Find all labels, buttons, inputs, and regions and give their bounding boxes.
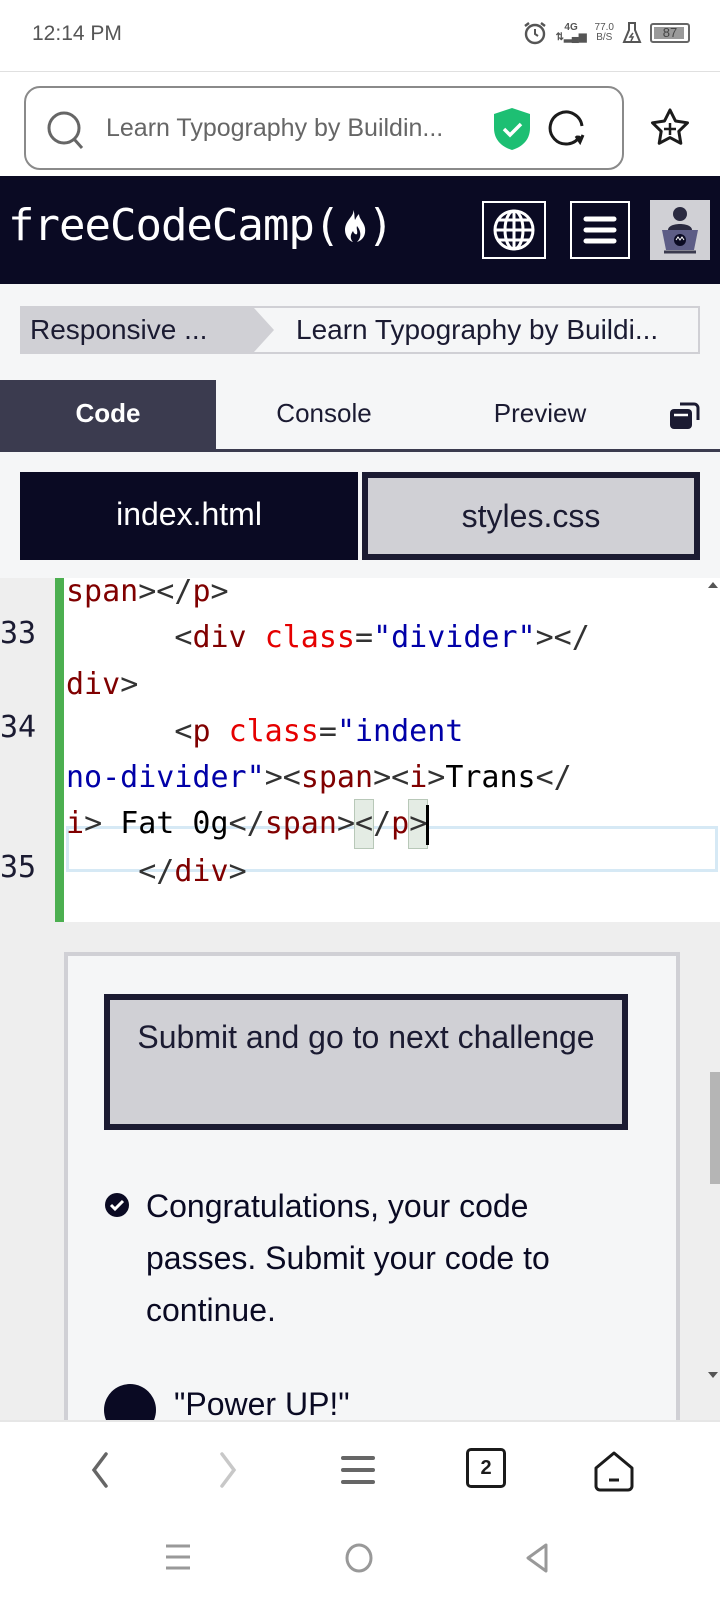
flame-icon (345, 210, 366, 242)
code-line[interactable]: <p class="indent (66, 714, 464, 749)
powerup-text: "Power UP!" (174, 1386, 350, 1422)
avatar[interactable] (650, 200, 710, 260)
submit-next-challenge-button[interactable]: Submit and go to next challenge (104, 994, 628, 1130)
back-triangle-icon[interactable] (524, 1542, 550, 1574)
home-icon[interactable] (592, 1450, 636, 1494)
code-line-active[interactable]: i> Fat 0g</span></p> (66, 799, 430, 849)
editor-tabs: Code Console Preview (0, 380, 720, 452)
menu-button[interactable] (570, 201, 630, 259)
file-tab-index-html[interactable]: index.html (20, 472, 358, 560)
breadcrumb-superblock[interactable]: Responsive ... (22, 308, 274, 352)
tab-preview[interactable]: Preview (493, 398, 587, 428)
code-line[interactable]: span></p> (66, 574, 229, 609)
user-avatar-icon (662, 207, 698, 254)
flask-icon (622, 22, 642, 43)
code-line[interactable]: div> (66, 667, 139, 702)
reload-icon[interactable] (546, 108, 588, 150)
bookmark-add-icon[interactable] (648, 107, 692, 149)
matching-bracket: < (353, 799, 375, 849)
battery-icon: 87 (650, 23, 690, 43)
tab-code[interactable]: Code (0, 380, 216, 450)
tab-console[interactable]: Console (276, 398, 372, 428)
text-cursor (426, 804, 430, 845)
browser-toolbar: Learn Typography by Buildin... (0, 72, 720, 176)
file-tab-styles-css[interactable]: styles.css (362, 472, 700, 560)
line-number: 35 (0, 850, 37, 885)
search-icon (47, 111, 84, 149)
shield-check-icon[interactable] (490, 106, 534, 152)
menu-icon (583, 216, 617, 244)
lower-panel: Submit and go to next challenge Congratu… (0, 922, 720, 1472)
recent-apps-icon[interactable] (164, 1542, 192, 1572)
forward-icon[interactable] (216, 1450, 240, 1490)
tabs-icon[interactable]: 2 (466, 1448, 506, 1488)
alarm-icon (523, 22, 546, 45)
menu-icon[interactable] (340, 1450, 376, 1490)
popout-preview-icon[interactable] (668, 400, 700, 430)
editor-scroll-up-arrow[interactable] (708, 582, 718, 588)
breadcrumb: Responsive ... Learn Typography by Build… (20, 306, 700, 354)
home-circle-icon[interactable] (344, 1542, 374, 1574)
globe-icon (493, 209, 535, 251)
url-bar[interactable]: Learn Typography by Buildin... (24, 86, 624, 170)
check-circle-icon (105, 1193, 129, 1217)
code-line[interactable]: no-divider"><span><i>Trans</ (66, 760, 572, 795)
divider (0, 71, 720, 72)
code-editor[interactable]: 33 34 35 span></p> <div class="divider">… (0, 574, 720, 922)
system-navigation-bar (0, 1520, 720, 1612)
line-gutter (0, 578, 55, 922)
browser-bottom-bar: 2 (0, 1420, 720, 1520)
line-number: 33 (0, 616, 37, 651)
fcc-logo[interactable]: freeCodeCamp() (8, 200, 394, 251)
scroll-down-arrow[interactable] (708, 1372, 718, 1378)
active-line-highlight (66, 826, 718, 872)
scrollbar-thumb[interactable] (710, 1072, 720, 1184)
code-line[interactable]: </div> (66, 854, 247, 889)
back-icon[interactable] (88, 1450, 112, 1490)
line-status-bar (55, 578, 64, 922)
result-message: Congratulations, your code passes. Submi… (146, 1188, 550, 1328)
site-header: freeCodeCamp() (0, 176, 720, 284)
signal-icon: 4G⇅▂▄▆ (555, 22, 587, 43)
url-text[interactable]: Learn Typography by Buildin... (106, 114, 444, 142)
code-line[interactable]: <div class="divider"></ (66, 620, 590, 655)
line-number: 34 (0, 710, 37, 745)
breadcrumb-block[interactable]: Learn Typography by Buildi... (296, 314, 659, 345)
language-button[interactable] (482, 201, 546, 259)
test-results-panel: Submit and go to next challenge Congratu… (64, 952, 680, 1472)
status-time: 12:14 PM (32, 22, 122, 45)
matching-bracket: > (408, 799, 429, 849)
